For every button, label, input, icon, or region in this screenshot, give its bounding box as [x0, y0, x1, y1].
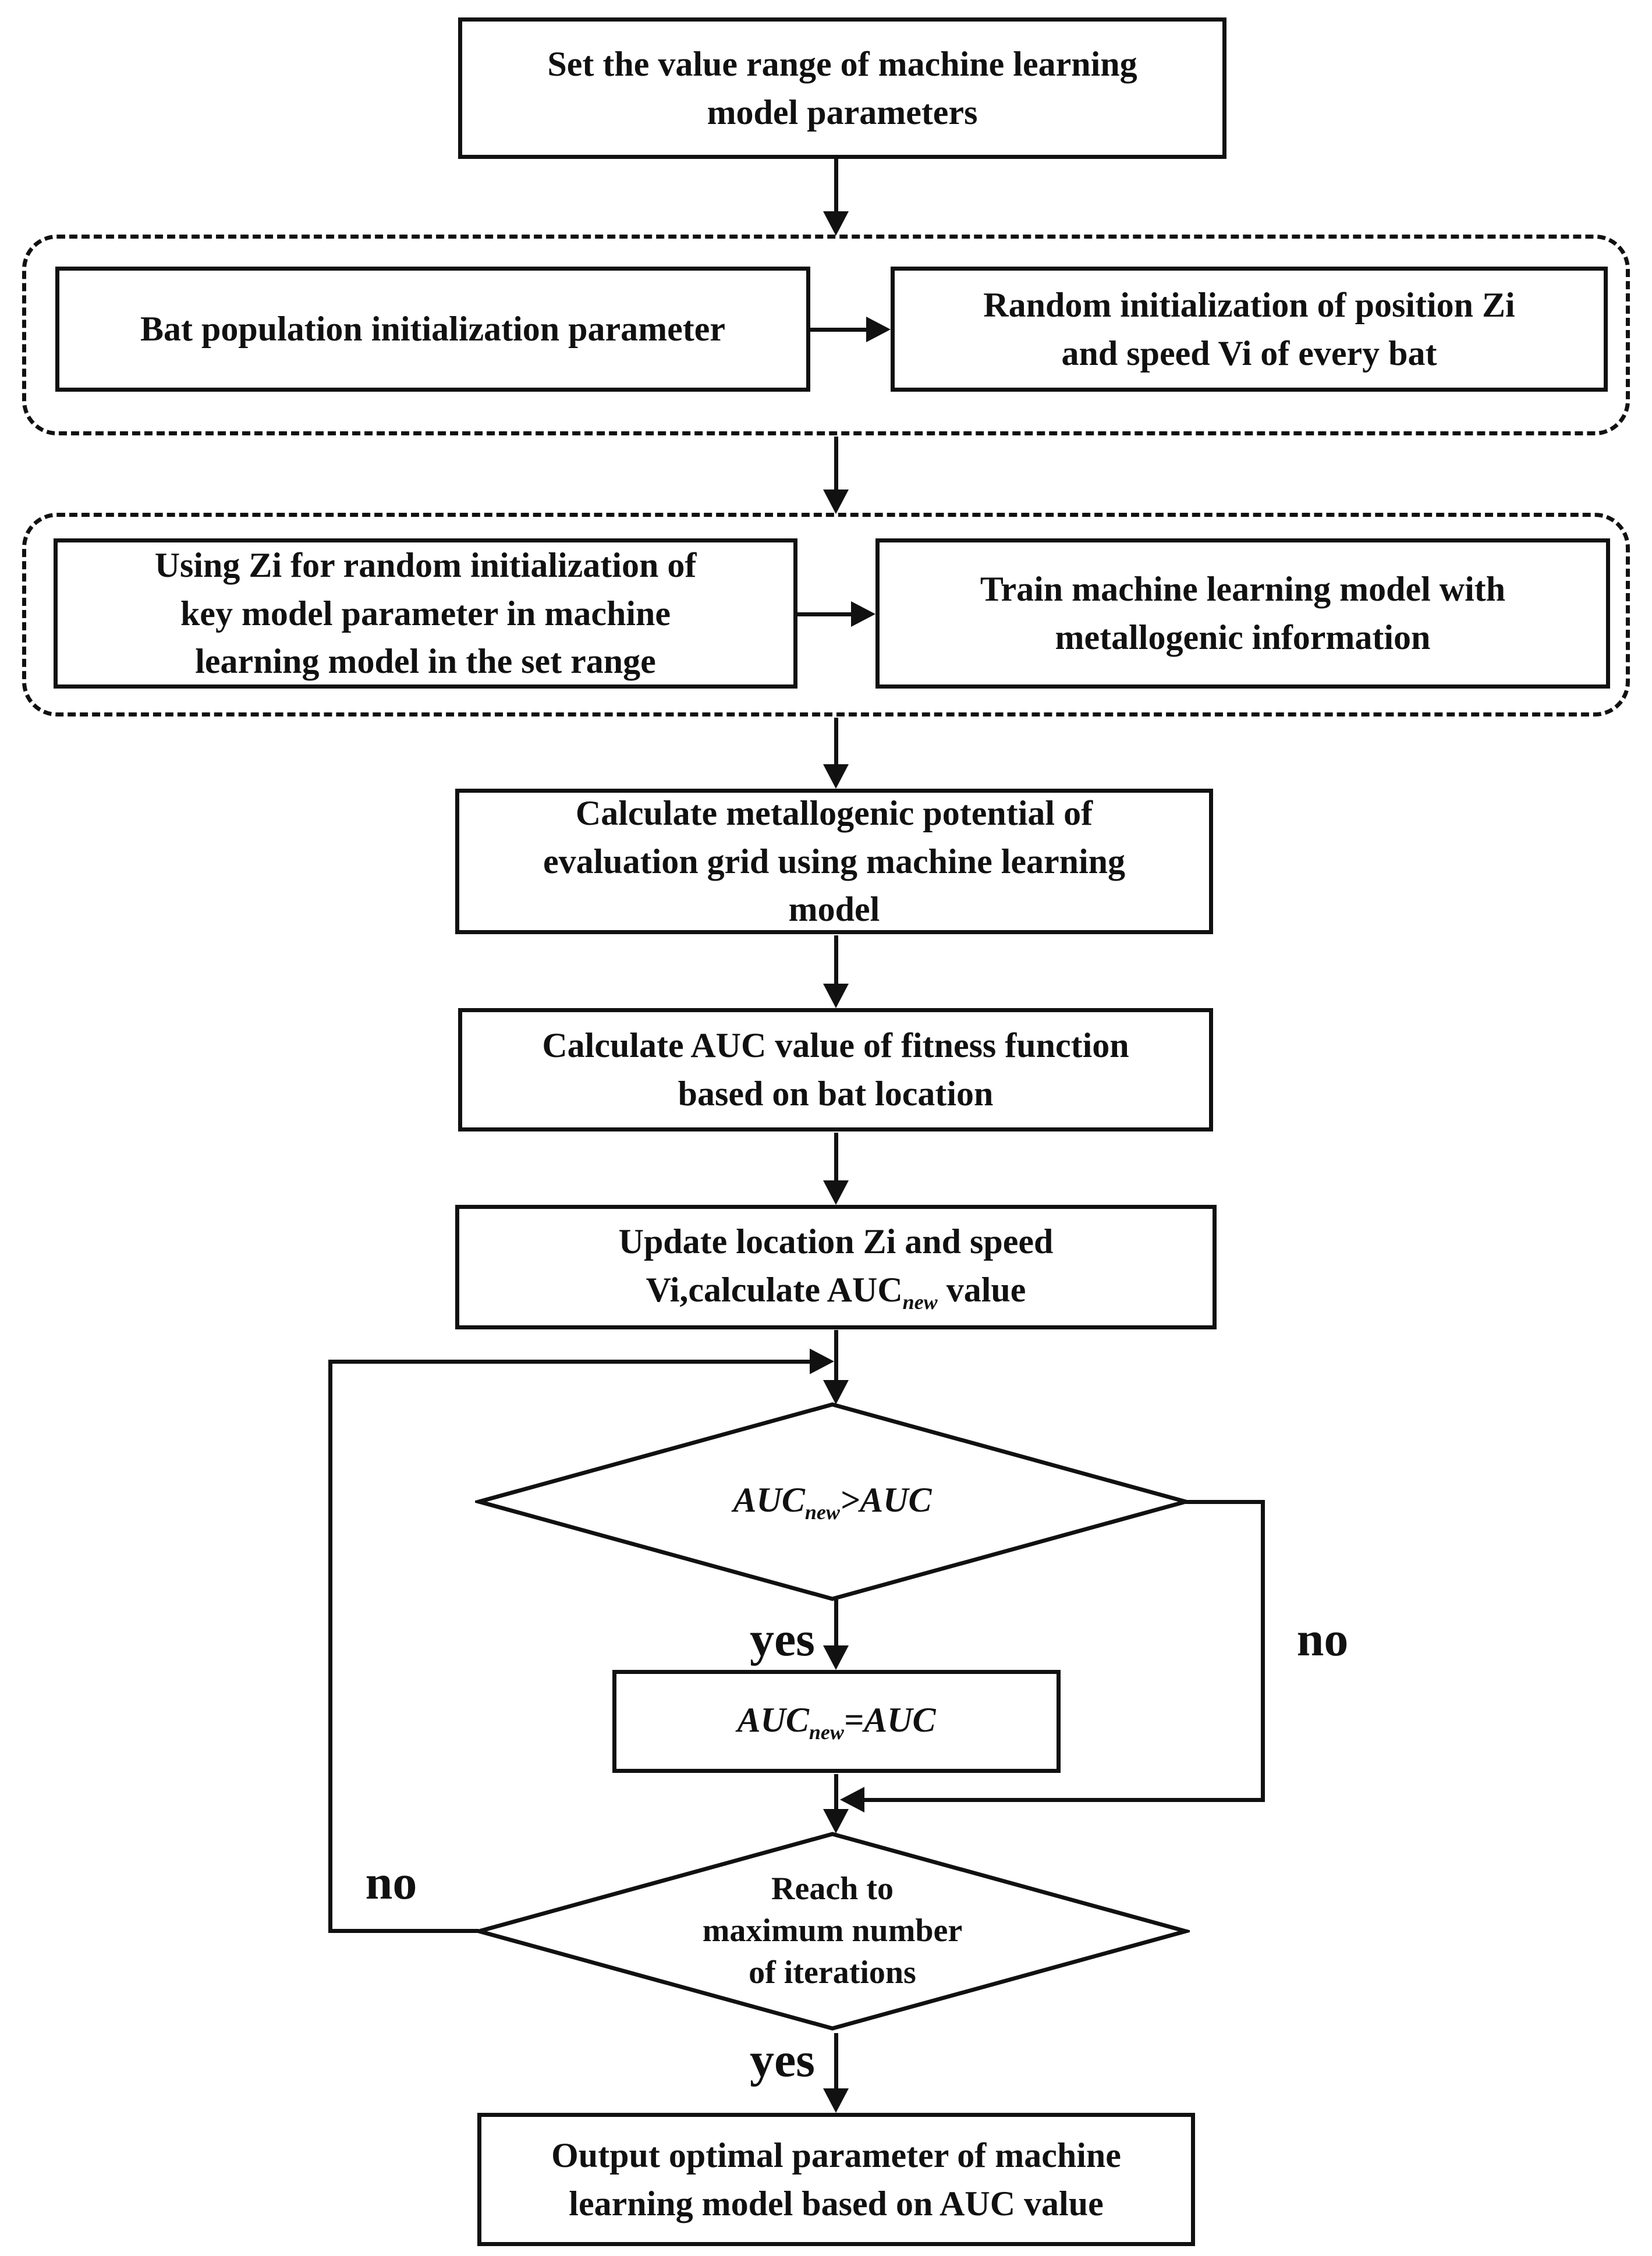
arrow-down-icon [823, 211, 849, 236]
text-line: based on bat location [678, 1074, 994, 1113]
text-line: Vi,calculate AUC [646, 1270, 903, 1309]
connector-line [834, 935, 838, 987]
connector-line [834, 718, 838, 768]
connector-line [834, 1599, 838, 1648]
arrow-left-icon [840, 1787, 864, 1812]
arrow-right-icon [810, 1349, 834, 1374]
edge-label-no: no [365, 1856, 417, 1910]
connector-line-no-branch [1186, 1500, 1265, 1504]
text-line: model [788, 890, 880, 929]
node-random-init-position-speed: Random initialization of position Zi and… [891, 267, 1608, 392]
arrow-down-icon [823, 489, 849, 514]
node-text: AUCnew=AUC [738, 1696, 936, 1747]
subscript-new: new [809, 1720, 844, 1744]
subscript-new: new [902, 1290, 938, 1314]
node-text: Calculate AUC value of fitness function … [542, 1021, 1129, 1118]
text-line: learning model based on AUC value [569, 2184, 1104, 2223]
text-line: learning model in the set range [195, 642, 656, 681]
connector-line [834, 1774, 838, 1812]
node-assign-auc: AUCnew=AUC [612, 1670, 1061, 1773]
node-set-value-range: Set the value range of machine learning … [458, 17, 1226, 159]
text-line: evaluation grid using machine learning [543, 842, 1126, 881]
connector-line [834, 1330, 838, 1382]
connector-line-no-branch [1261, 1502, 1265, 1801]
text-line: >AUC [839, 1480, 932, 1519]
node-output-optimal-parameter: Output optimal parameter of machine lear… [477, 2113, 1195, 2246]
arrow-down-icon [823, 984, 849, 1008]
text-line: of iterations [749, 1954, 916, 1991]
node-train-model: Train machine learning model with metall… [875, 538, 1610, 689]
node-text: Calculate metallogenic potential of eval… [543, 789, 1125, 934]
node-update-location-speed: Update location Zi and speed Vi,calculat… [455, 1205, 1217, 1329]
decision-diamond-max-iterations [475, 1832, 1190, 2031]
connector-line-loop-back [328, 1361, 332, 1933]
connector-line [834, 158, 838, 215]
node-text: Bat population initialization parameter [140, 305, 725, 353]
arrow-down-icon [823, 1645, 849, 1670]
connector-line-loop-back [328, 1360, 811, 1364]
text-line: =AUC [843, 1700, 936, 1739]
text-line: Bat population initialization parameter [140, 310, 725, 349]
text-line: Set the value range of machine learning [547, 44, 1137, 83]
decision-text-auc-compare: AUCnew>AUC [475, 1400, 1190, 1603]
text-line: Random initialization of position Zi [983, 285, 1515, 324]
arrow-right-icon [866, 317, 891, 342]
text-line: Calculate metallogenic potential of [575, 793, 1093, 832]
text-line: Update location Zi and speed [618, 1222, 1054, 1261]
connector-line [834, 1133, 838, 1184]
node-text: Update location Zi and speed Vi,calculat… [619, 1218, 1054, 1317]
text-line: key model parameter in machine [180, 594, 671, 633]
decision-text-max-iterations: Reach to maximum number of iterations [475, 1830, 1190, 2032]
text-line: and speed Vi of every bat [1061, 334, 1437, 373]
connector-line [834, 2033, 838, 2091]
arrow-down-icon [823, 2088, 849, 2113]
node-using-zi-init: Using Zi for random initialization of ke… [54, 538, 797, 689]
node-bat-population-init: Bat population initialization parameter [55, 267, 810, 392]
connector-line-no-branch [863, 1798, 1265, 1802]
subscript-new: new [804, 1500, 840, 1524]
text-line: Using Zi for random initialization of [154, 545, 697, 584]
dashed-group-bat-initialization [22, 235, 1630, 435]
text-line: AUC [737, 1700, 809, 1739]
text-line: maximum number [702, 1913, 963, 1949]
arrow-down-icon [823, 1380, 849, 1404]
connector-line [810, 328, 868, 332]
edge-label-no: no [1296, 1612, 1349, 1666]
arrow-down-icon [823, 1180, 849, 1205]
text-line: Train machine learning model with [980, 570, 1506, 609]
text-line: Output optimal parameter of machine [551, 2136, 1121, 2175]
arrow-down-icon [823, 764, 849, 789]
decision-diamond-auc-compare [475, 1402, 1190, 1601]
node-text: Train machine learning model with metall… [980, 565, 1505, 662]
connector-line-loop-back [330, 1929, 478, 1933]
edge-label-yes: yes [750, 1612, 815, 1666]
dashed-group-model-initialization [22, 513, 1630, 716]
node-text: Output optimal parameter of machine lear… [551, 2131, 1121, 2228]
node-text: Using Zi for random initialization of ke… [155, 541, 697, 686]
text-line: AUC [733, 1480, 805, 1519]
node-calc-metallogenic-potential: Calculate metallogenic potential of eval… [455, 789, 1213, 934]
text-line: Reach to [771, 1871, 894, 1907]
text-line: Calculate AUC value of fitness function [542, 1026, 1129, 1065]
text-line: value [937, 1270, 1026, 1309]
connector-line [797, 612, 853, 616]
node-text: Reach to maximum number of iterations [703, 1868, 962, 1993]
node-text: AUCnew>AUC [733, 1478, 932, 1526]
node-text: Set the value range of machine learning … [547, 40, 1137, 137]
arrow-down-icon [823, 1809, 849, 1833]
edge-label-yes: yes [750, 2033, 815, 2087]
connector-line [834, 437, 838, 492]
node-text: Random initialization of position Zi and… [983, 281, 1515, 378]
arrow-right-icon [851, 601, 875, 627]
text-line: metallogenic information [1055, 618, 1431, 657]
text-line: model parameters [707, 93, 978, 132]
node-calc-auc-fitness: Calculate AUC value of fitness function … [458, 1008, 1213, 1131]
